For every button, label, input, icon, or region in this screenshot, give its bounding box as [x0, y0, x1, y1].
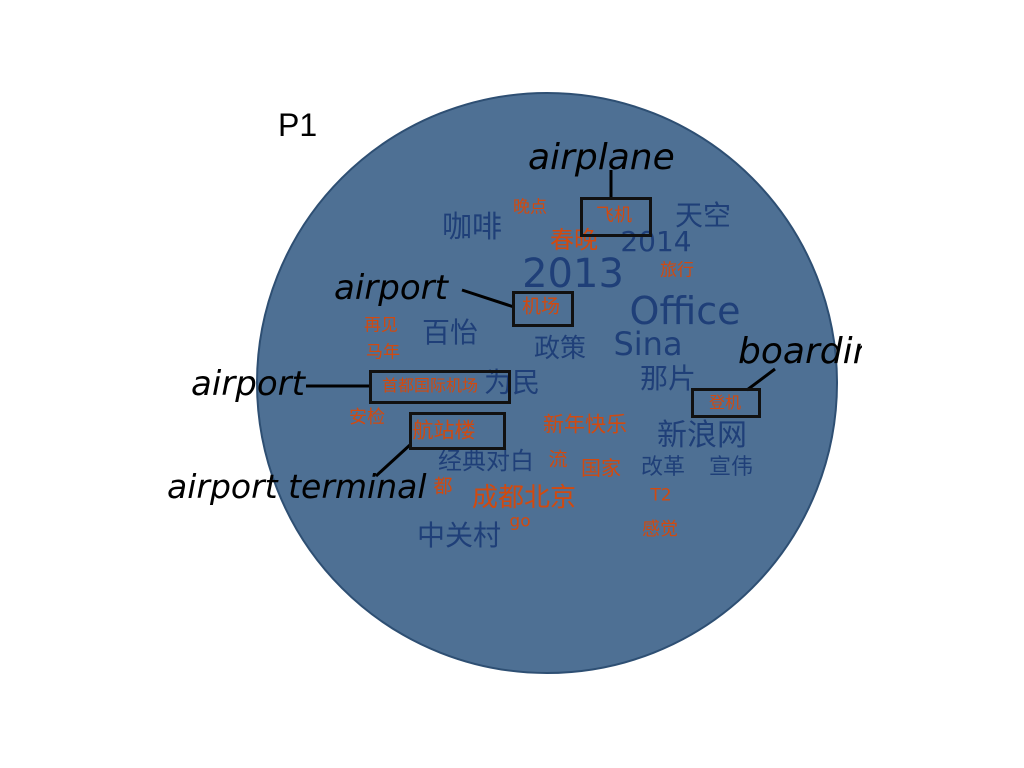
box-dengji [691, 388, 761, 418]
word-kafei: 咖啡 [442, 210, 502, 245]
word-manian: 马年 [366, 342, 400, 363]
word-jingdian: 经典对白 [438, 447, 534, 475]
word-go: go [509, 511, 531, 532]
word-gaige: 改革 [640, 455, 686, 480]
callout-airplane: airplane [528, 137, 675, 178]
leader-boarding [746, 367, 776, 392]
word-xinlangwang: 新浪网 [657, 418, 747, 453]
word-feiji: 飞机 [596, 205, 632, 226]
panel-label: P1 [278, 107, 318, 143]
word-zhongguancun: 中关村 [416, 519, 502, 552]
word-zhengce: 政策 [533, 334, 587, 364]
callout-boarding: boarding [738, 331, 862, 372]
word-napian: 那片 [639, 362, 697, 395]
word-office: Office [629, 289, 741, 333]
callout-labels: airplane airport airport airport termina… [167, 137, 862, 506]
word-liu: 流 [548, 448, 568, 471]
callout-airport-1: airport [334, 268, 448, 308]
word-jichang: 机场 [521, 295, 561, 318]
word-2013: 2013 [522, 251, 624, 297]
word-ganjue: 感觉 [642, 519, 678, 540]
word-wandian: 晚点 [513, 197, 547, 218]
word-hangzhanlou: 航站楼 [412, 418, 476, 443]
word-sina: Sina [613, 325, 683, 363]
word-chengdu-beijing: 成都北京 [471, 483, 577, 513]
word-shoudu: 首都国际机场 [381, 376, 479, 395]
word-2014: 2014 [620, 225, 692, 258]
word-xuanwei: 宣伟 [708, 455, 754, 480]
box-shoudu [369, 370, 511, 404]
box-hangzhanlou [409, 412, 506, 450]
word-baiyi: 百怡 [421, 316, 479, 349]
word-xinnian: 新年快乐 [543, 412, 627, 437]
word-t2: T2 [650, 485, 672, 506]
leader-airport-1 [461, 288, 515, 309]
word-chunwan: 春晚 [550, 226, 598, 254]
word-weimin: 为民 [483, 366, 541, 399]
box-jichang [512, 291, 574, 327]
word-lvxing: 旅行 [660, 260, 694, 281]
word-zaijian: 再见 [364, 315, 398, 336]
callout-leader-lines [306, 170, 776, 478]
word-guojia: 国家 [581, 456, 621, 480]
word-du: 都 [433, 475, 453, 498]
box-feiji [580, 197, 652, 237]
cluster-circle [256, 92, 838, 674]
word-dengji: 登机 [708, 393, 742, 412]
word-anjian: 安检 [349, 407, 385, 428]
leader-airport-terminal [374, 442, 413, 478]
callout-airport-terminal: airport terminal [167, 467, 427, 506]
callout-airport-2: airport [191, 364, 305, 404]
word-tiankong: 天空 [674, 199, 732, 232]
